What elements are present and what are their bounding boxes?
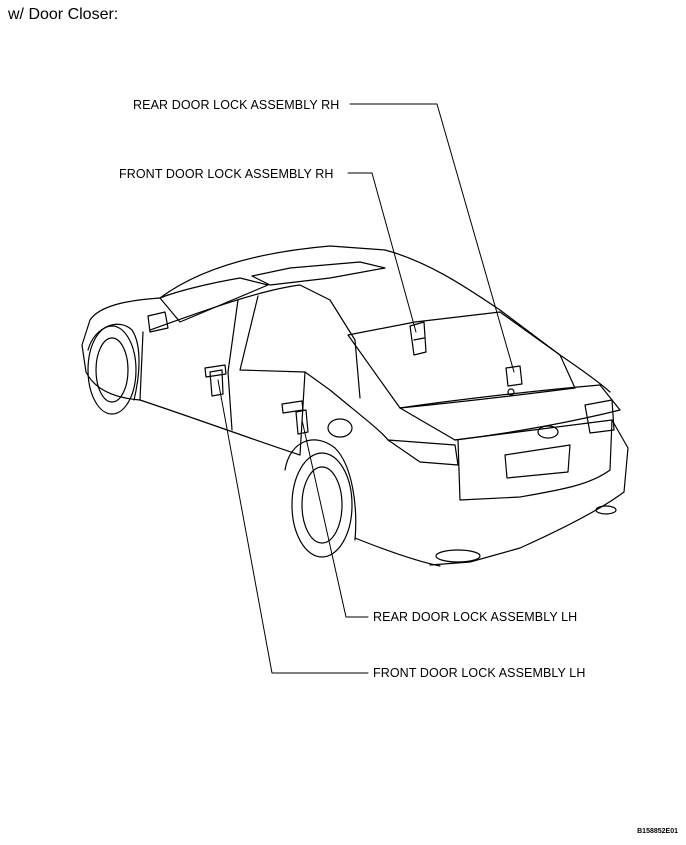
leader-front-rh: [347, 172, 417, 333]
callout-front-door-lock-lh: FRONT DOOR LOCK ASSEMBLY LH: [373, 666, 586, 680]
page-heading: w/ Door Closer:: [8, 6, 119, 23]
callout-rear-door-lock-lh: REAR DOOR LOCK ASSEMBLY LH: [373, 610, 578, 624]
callout-rear-door-lock-rh: REAR DOOR LOCK ASSEMBLY RH: [133, 98, 340, 112]
callout-front-door-lock-rh: FRONT DOOR LOCK ASSEMBLY RH: [119, 167, 334, 181]
lock-icon-rear-rh: [505, 365, 523, 396]
lock-icon-rear-lh: [295, 409, 309, 435]
car-icon: [81, 245, 629, 567]
leader-lines: [217, 103, 515, 674]
lock-icon-front-rh: [409, 321, 427, 356]
lock-icon-front-lh: [209, 369, 224, 397]
leader-rear-rh: [349, 103, 515, 373]
leader-front-lh: [217, 379, 369, 674]
figure-code: B158852E01: [637, 828, 678, 835]
leader-rear-lh: [301, 419, 369, 618]
